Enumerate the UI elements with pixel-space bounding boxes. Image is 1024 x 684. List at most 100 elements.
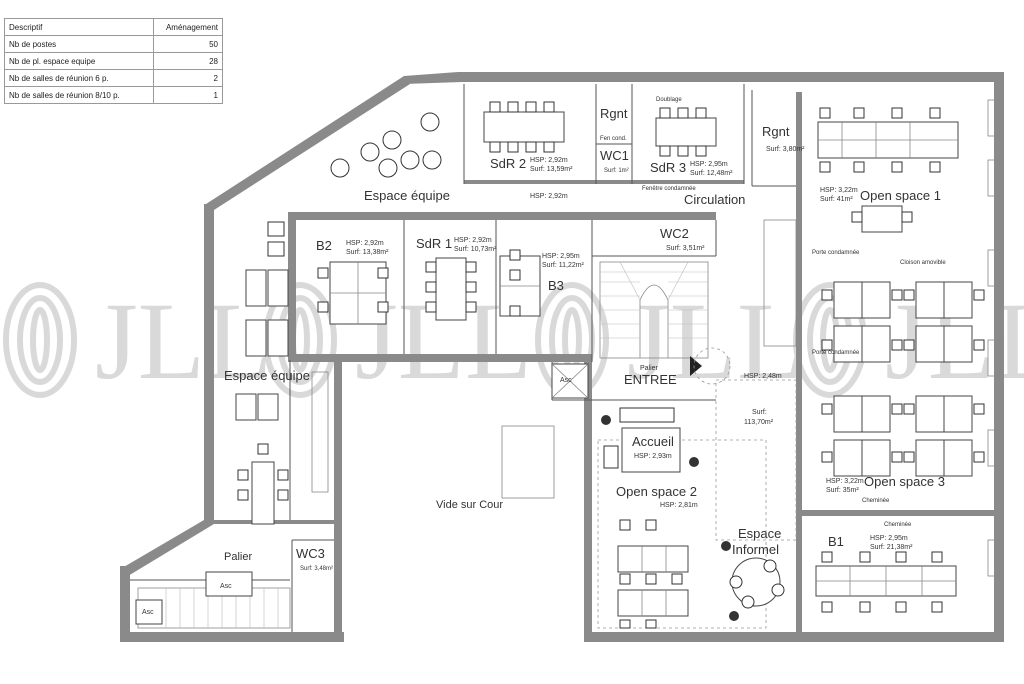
label-palier: Palier <box>224 551 252 563</box>
wall-diagonal-top-left <box>206 76 410 210</box>
wall-core-bottom <box>288 354 592 362</box>
annotation-porte-condamnee-1: Porte condamnée <box>812 250 860 256</box>
table-row: Nb de salles de réunion 6 p. 2 <box>4 69 223 87</box>
annotation-fenetre-condamnee: Fenêtre condamnée <box>642 186 696 192</box>
label-espace-informel-line1: Espace <box>738 526 781 541</box>
sdr1-table-group <box>425 257 477 321</box>
annotation-fen-cond: Fen cond. <box>600 136 627 142</box>
wall-left-lower <box>120 566 130 638</box>
label-asc-stairs: Asc <box>220 583 232 590</box>
sdr2-hsp: HSP: 2,92m <box>530 157 568 164</box>
label-b3: B3 <box>548 278 564 293</box>
sdr1-surf: Surf: 10,73m² <box>454 246 497 253</box>
annotation-cheminee-2: Cheminée <box>884 522 912 528</box>
label-wc2: WC2 <box>660 226 689 241</box>
summary-header-row: Descriptif Aménagement <box>4 18 223 36</box>
label-open-space-1: Open space 1 <box>860 188 941 203</box>
label-palier-entree-line2: ENTREE <box>624 372 677 387</box>
label-wc3: WC3 <box>296 546 325 561</box>
label-espace-informel-line2: Informel <box>732 542 779 557</box>
watermark-text-right: JLL <box>627 280 804 402</box>
table-row: Nb de salles de réunion 8/10 p. 1 <box>4 86 223 104</box>
entry-door-swing <box>693 347 731 385</box>
watermark-logo-left <box>3 282 77 398</box>
open-space-3-desks <box>821 281 985 477</box>
hall-surf-value: 113,70m² <box>744 419 774 426</box>
watermark-text-left: JLL <box>95 280 272 402</box>
summary-table: Descriptif Aménagement Nb de postes 50 N… <box>4 18 223 104</box>
b2-surf: Surf: 13,38m² <box>346 249 389 256</box>
summary-value: 1 <box>153 86 223 104</box>
label-wc1: WC1 <box>600 148 629 163</box>
wall-court-right <box>584 360 592 642</box>
sdr3-table-group <box>655 107 717 157</box>
b1-hsp: HSP: 2,95m <box>870 535 908 542</box>
annotation-cheminee-1: Cheminée <box>862 498 890 504</box>
open-space-1-desks <box>817 107 959 233</box>
wall-right <box>994 72 1004 640</box>
label-rgnt-1: Rgnt <box>600 106 628 121</box>
b3-desks <box>499 249 541 317</box>
windows-right <box>987 99 1001 577</box>
sdr2-table-group <box>483 101 565 153</box>
label-b2: B2 <box>316 238 332 253</box>
atrium-outline <box>763 219 797 347</box>
wall-court-left <box>334 360 342 640</box>
wc3-surf: Surf: 3,48m² <box>300 566 333 572</box>
open-space-1-hsp: HSP: 3,22m <box>820 187 858 194</box>
wall-openspace-divider <box>796 510 994 516</box>
label-asc-small: Asc <box>142 609 154 616</box>
open-space-1-surf: Surf: 41m² <box>820 196 853 203</box>
wall-diagonal-bottom-left <box>122 520 214 576</box>
label-sdr1: SdR 1 <box>416 236 452 251</box>
label-circulation: Circulation <box>684 192 745 207</box>
hall-outline <box>715 379 797 541</box>
plant-icon <box>601 415 739 621</box>
label-rgnt-2: Rgnt <box>762 124 790 139</box>
rgnt2-surf: Surf: 3,80m² <box>766 146 805 153</box>
circulation-hsp: HSP: 2,92m <box>530 193 568 200</box>
sdr3-hsp: HSP: 2,95m <box>690 161 728 168</box>
wc2-surf: Surf: 3,51m² <box>666 245 705 252</box>
wall-top <box>404 72 1004 84</box>
lounge-chairs-top <box>330 112 442 178</box>
b2-desks <box>317 261 389 325</box>
open-space-3-hsp: HSP: 3,22m <box>826 478 864 485</box>
label-espace-equipe-left: Espace équipe <box>224 368 310 383</box>
wall-bottom-left <box>120 632 344 642</box>
b3-surf: Surf: 11,22m² <box>542 262 585 269</box>
secondary-stairs <box>135 571 291 629</box>
label-open-space-3: Open space 3 <box>864 474 945 489</box>
label-sdr2: SdR 2 <box>490 156 526 171</box>
label-asc-core: Asc <box>560 377 572 384</box>
b1-desks <box>815 551 957 613</box>
label-b1: B1 <box>828 534 844 549</box>
wc1-surf: Surf: 1m² <box>604 168 629 174</box>
b3-hsp: HSP: 2,95m <box>542 253 580 260</box>
table-row: Nb de postes 50 <box>4 35 223 53</box>
sdr3-surf: Surf: 12,48m² <box>690 170 733 177</box>
label-sdr3: SdR 3 <box>650 160 686 175</box>
label-palier-entree-line1: Palier <box>640 365 659 372</box>
b1-surf: Surf: 21,38m² <box>870 544 913 551</box>
open-space-3-surf: Surf: 35m² <box>826 487 859 494</box>
elevator-box <box>205 571 253 597</box>
exterior-walls <box>120 72 1004 642</box>
annotation-cloison-amovible: Cloison amovible <box>900 260 946 266</box>
main-stairs <box>599 261 709 359</box>
informal-round-table <box>729 557 785 609</box>
label-accueil: Accueil <box>632 434 674 449</box>
accueil-hsp: HSP: 2,93m <box>634 453 672 460</box>
label-espace-equipe-top: Espace équipe <box>364 188 450 203</box>
annotation-porte-condamnee-2: Porte condamnée <box>812 350 860 356</box>
b2-hsp: HSP: 2,92m <box>346 240 384 247</box>
wall-meeting-bottom <box>464 180 744 184</box>
wall-bottom-right <box>584 632 1004 642</box>
team-tables-left <box>235 221 329 525</box>
accueil-desk <box>603 407 681 473</box>
courtyard-box <box>501 425 555 499</box>
open-space-2-desks <box>617 519 689 629</box>
hall-hsp: HSP: 2,48m <box>744 373 782 380</box>
wall-core-top <box>288 212 716 220</box>
